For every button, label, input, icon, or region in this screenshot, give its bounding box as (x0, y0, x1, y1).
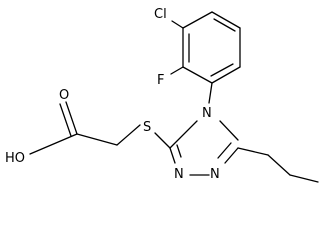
nitrogen-2-label: N (210, 167, 220, 182)
c-s-bond (154, 132, 171, 149)
triazole-ring (169, 120, 239, 176)
carbonyl-oxygen-label: O (59, 88, 69, 103)
c-f-bond (170, 66, 184, 75)
sulfur-label: S (143, 120, 151, 135)
c-cl-bond (171, 20, 184, 29)
nitrogen-4-label: N (202, 106, 212, 121)
carbonyl-bond-outer (65, 101, 78, 135)
propyl-chain (237, 147, 319, 183)
s-ch2-bond (116, 124, 141, 146)
nitrogen-1-label: N (174, 167, 184, 182)
c-oh-bond (29, 133, 78, 155)
benzene-ring (182, 11, 241, 84)
fluorine-label: F (157, 73, 164, 88)
chlorine-label: Cl (154, 7, 167, 22)
hydroxyl-label: HO (5, 151, 25, 166)
aryl-n-bond (208, 82, 213, 104)
carbonyl-bond-inner (59, 103, 72, 137)
ch2-cooh-bond (76, 133, 118, 146)
structure-canvas: Cl F N N N S O HO (5, 7, 319, 183)
